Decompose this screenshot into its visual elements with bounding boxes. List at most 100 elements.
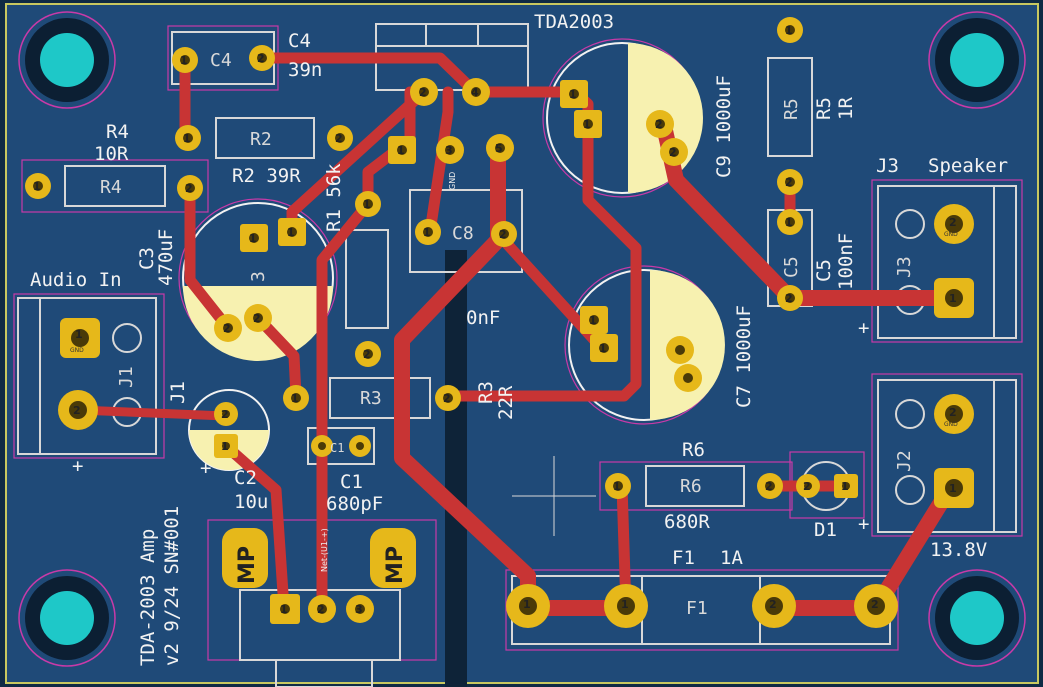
svg-text:1: 1 [841,480,849,493]
svg-text:2: 2 [443,392,451,405]
svg-text:2: 2 [317,603,325,616]
label-d1: D1 [814,519,837,541]
label-c2-ref: C2 [234,467,257,489]
svg-text:1: 1 [785,216,793,229]
j3-gnd-tag: GND [944,231,958,238]
mounting-hole-br [928,569,1026,667]
board-slot [445,250,467,687]
j3-connector-outline [871,179,1023,343]
label-c5-ref: C5 [813,259,835,282]
label-c2-plus: + [200,457,211,479]
label-c4-val: 39n [288,59,322,81]
label-c8-val: 0nF [466,307,500,329]
label-f1-body: F1 [686,598,708,619]
svg-text:1: 1 [589,314,597,327]
label-j3-silk: J3 [894,256,915,278]
label-speaker: Speaker [928,155,1008,177]
label-c7-val: C7 1000uF [733,305,755,408]
r6-outline [645,465,745,507]
svg-text:2: 2 [785,292,793,305]
svg-text:2: 2 [253,312,261,325]
svg-text:1: 1 [569,88,577,101]
label-r6-body: R6 [680,476,702,497]
svg-text:4: 4 [471,86,479,99]
svg-text:1: 1 [291,392,299,405]
svg-text:1: 1 [583,118,591,131]
label-version2: v2 9/24 SN#001 [161,506,183,666]
j1-gnd-tag: GND [70,347,84,354]
label-r4-body: R4 [100,177,122,198]
label-j1-plus: + [72,455,83,477]
svg-text:1: 1 [523,598,531,611]
svg-text:2: 2 [803,480,811,493]
svg-text:2: 2 [363,348,371,361]
label-c1-val: 680pF [326,493,383,515]
svg-text:1: 1 [363,198,371,211]
svg-text:1: 1 [33,180,41,193]
svg-text:2: 2 [221,408,229,421]
label-j2-plus: + [858,513,869,535]
label-c3-ref: C3 [136,247,158,270]
pads [25,17,974,628]
svg-text:1: 1 [221,440,229,453]
jack-mp-right: MP [383,546,408,584]
label-c9-val: C9 1000uF [713,75,735,178]
label-r5-body: R5 [781,98,802,120]
svg-text:2: 2 [73,404,81,417]
svg-text:2: 2 [499,228,507,241]
svg-text:2: 2 [871,598,879,611]
svg-text:1: 1 [280,603,288,616]
svg-text:1: 1 [423,226,431,239]
label-r2-body: R2 [250,129,272,150]
svg-text:1: 1 [249,232,257,245]
r2-outline [215,117,315,159]
svg-text:2: 2 [765,480,773,493]
label-r4-ref: R4 [106,121,129,143]
svg-text:1: 1 [599,342,607,355]
svg-text:2: 2 [655,118,663,131]
label-r1-val: R1 56k [323,163,345,232]
svg-text:1: 1 [949,482,957,495]
svg-text:1: 1 [613,480,621,493]
label-tda2003: TDA2003 [534,11,614,33]
f1-courtyard [505,569,899,651]
svg-text:1: 1 [287,226,295,239]
label-j3-plus: + [858,317,869,339]
label-c1-ref: C1 [340,471,363,493]
svg-text:2: 2 [419,86,427,99]
r3-outline [329,377,431,419]
c1-outline [307,427,375,465]
tda-gnd-tag: GND [448,172,457,190]
label-13v8: 13.8V [930,539,987,561]
svg-text:1: 1 [621,598,629,611]
label-c1-body: C1 [330,441,344,455]
svg-text:2: 2 [335,132,343,145]
svg-text:2: 2 [257,52,265,65]
label-r5-ref: R5 [813,97,835,120]
svg-text:2: 2 [185,182,193,195]
r1-outline [345,229,389,329]
label-c4-body: C4 [210,50,232,71]
label-r3-ref: R3 [475,381,497,404]
silkscreen: TDA2003 C4 39n C4 R2 R2 39R R4 10R R4 R1… [30,11,1008,666]
svg-text:2: 2 [949,406,957,419]
svg-text:1: 1 [785,24,793,37]
label-version1: TDA-2003 Amp [137,529,159,666]
jack-mp-left: MP [235,546,260,584]
label-j3: J3 [876,155,899,177]
svg-text:2: 2 [223,322,231,335]
j2-gnd-tag: GND [944,421,958,428]
svg-text:2: 2 [949,216,957,229]
net-label: Net-(U1-+) [320,528,329,572]
svg-text:5: 5 [495,142,503,155]
r4-courtyard [21,159,209,213]
label-c8-body: C8 [452,223,474,244]
label-j1-silk: J1 [116,366,137,388]
mounting-hole-tr [928,11,1026,109]
label-c5-val: 100nF [835,233,857,290]
svg-text:3: 3 [355,603,363,616]
label-r3-val: 22R [495,385,517,420]
